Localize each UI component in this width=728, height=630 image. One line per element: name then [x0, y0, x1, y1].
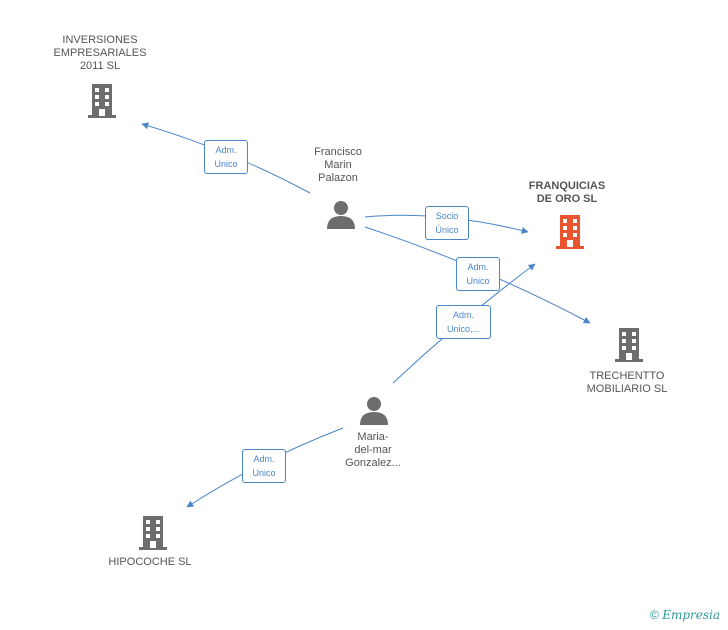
person-icon[interactable]	[359, 396, 389, 426]
node-label-francisco[interactable]: Francisco Marin Palazon	[314, 146, 362, 184]
edge-label-francisco-inversiones[interactable]: Adm. Unico	[204, 140, 248, 174]
building-icon[interactable]	[613, 328, 645, 362]
node-label-inversiones[interactable]: INVERSIONES EMPRESARIALES 2011 SL	[53, 34, 147, 72]
brand-logo[interactable]: Empresia	[662, 608, 720, 622]
node-label-mariadelmar[interactable]: Maria- del-mar Gonzalez...	[345, 431, 401, 469]
edge-label-mariadelmar-franquicias[interactable]: Adm. Unico,...	[436, 305, 491, 339]
edge-label-francisco-trechentto[interactable]: Adm. Unico	[456, 257, 500, 291]
building-focus-icon[interactable]	[554, 215, 586, 249]
person-icon[interactable]	[326, 200, 356, 230]
copyright-notice: © Empresia	[650, 608, 720, 622]
copyright-symbol: ©	[650, 608, 659, 622]
building-icon[interactable]	[137, 516, 169, 550]
edge-label-francisco-franquicias[interactable]: Socio Único	[425, 206, 469, 240]
node-label-franquicias[interactable]: FRANQUICIAS DE ORO SL	[528, 180, 606, 205]
node-label-hipocoche[interactable]: HIPOCOCHE SL	[108, 556, 192, 568]
building-icon[interactable]	[86, 84, 118, 118]
edge-label-mariadelmar-hipocoche[interactable]: Adm. Unico	[242, 449, 286, 483]
node-label-trechentto[interactable]: TRECHENTTO MOBILIARIO SL	[586, 370, 668, 395]
